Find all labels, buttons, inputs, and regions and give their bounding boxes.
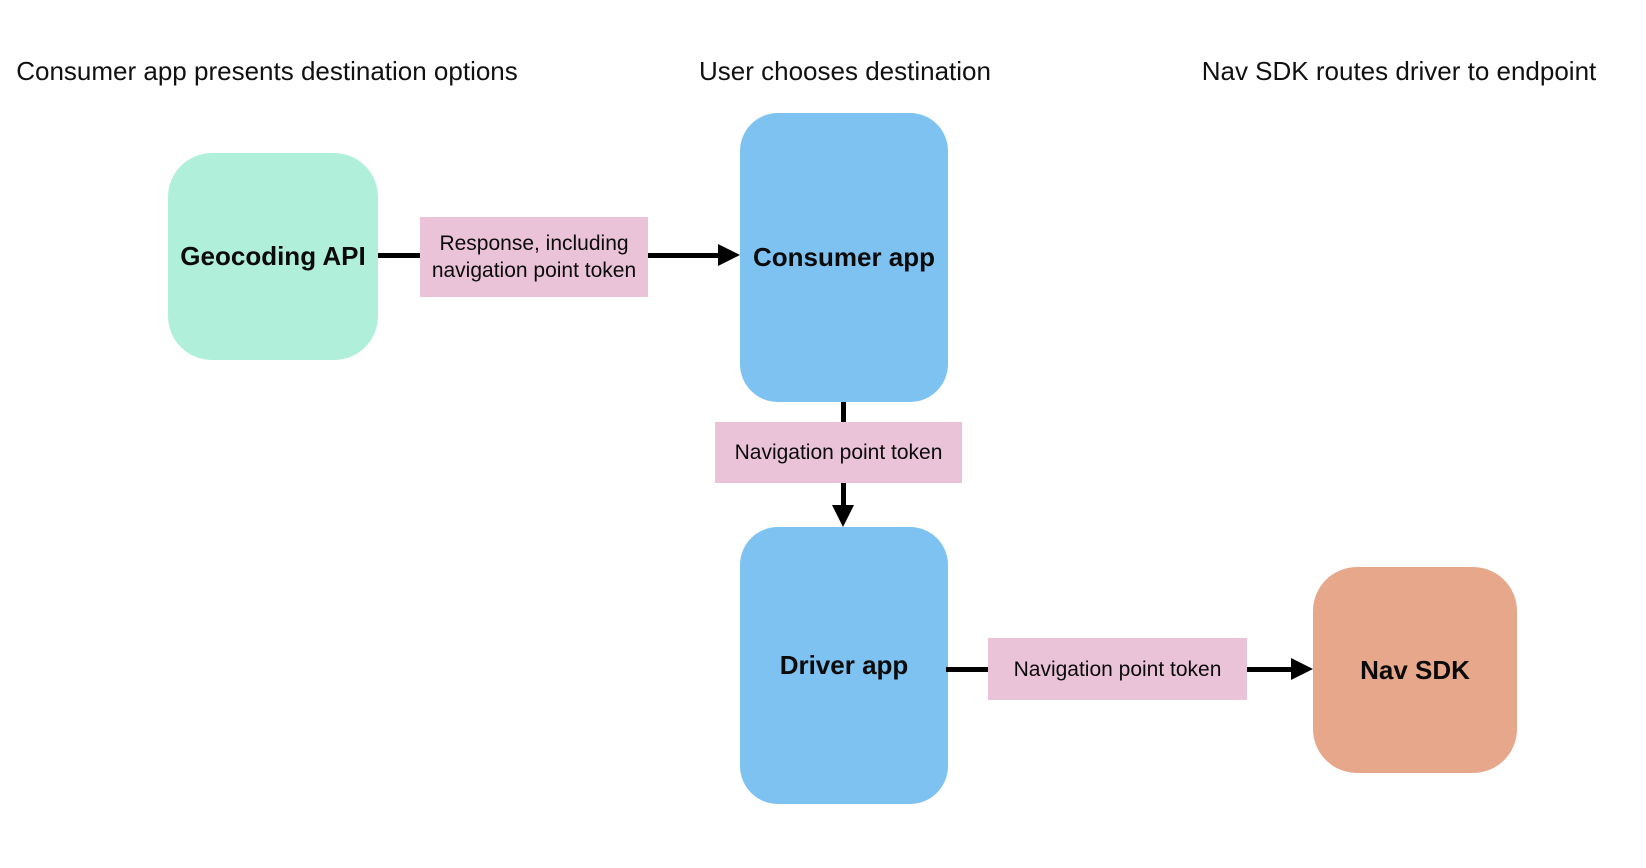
edge-driver-to-label-line (946, 667, 988, 672)
edge-geocoding-to-label-line (378, 253, 420, 258)
edge-label-navigation-point-token-2: Navigation point token (988, 638, 1247, 700)
edge-label-navigation-point-token-1: Navigation point token (715, 422, 962, 483)
arrowhead-right-icon (1291, 658, 1313, 680)
node-nav-sdk: Nav SDK (1313, 567, 1517, 773)
column-header-user-chooses: User chooses destination (699, 56, 991, 86)
column-header-nav-sdk-routes: Nav SDK routes driver to endpoint (1201, 56, 1597, 86)
arrowhead-right-icon (718, 244, 740, 266)
node-nav-sdk-label: Nav SDK (1360, 654, 1470, 685)
edge-label-to-consumer-line (648, 253, 720, 258)
arrowhead-down-icon (832, 505, 854, 527)
edge-label-response-including-token: Response, including navigation point tok… (420, 217, 648, 297)
node-geocoding-api: Geocoding API (168, 153, 378, 360)
edge-label-to-navsdk-line (1247, 667, 1291, 672)
node-consumer-app-label: Consumer app (752, 242, 936, 272)
node-driver-app: Driver app (740, 527, 948, 804)
node-consumer-app: Consumer app (740, 113, 948, 402)
edge-label-to-driver-line (841, 483, 846, 507)
column-header-consumer-presents: Consumer app presents destination option… (16, 56, 518, 86)
edge-consumer-to-label-line (841, 402, 846, 422)
node-driver-app-label: Driver app (779, 650, 909, 680)
node-geocoding-api-label: Geocoding API (180, 241, 366, 271)
